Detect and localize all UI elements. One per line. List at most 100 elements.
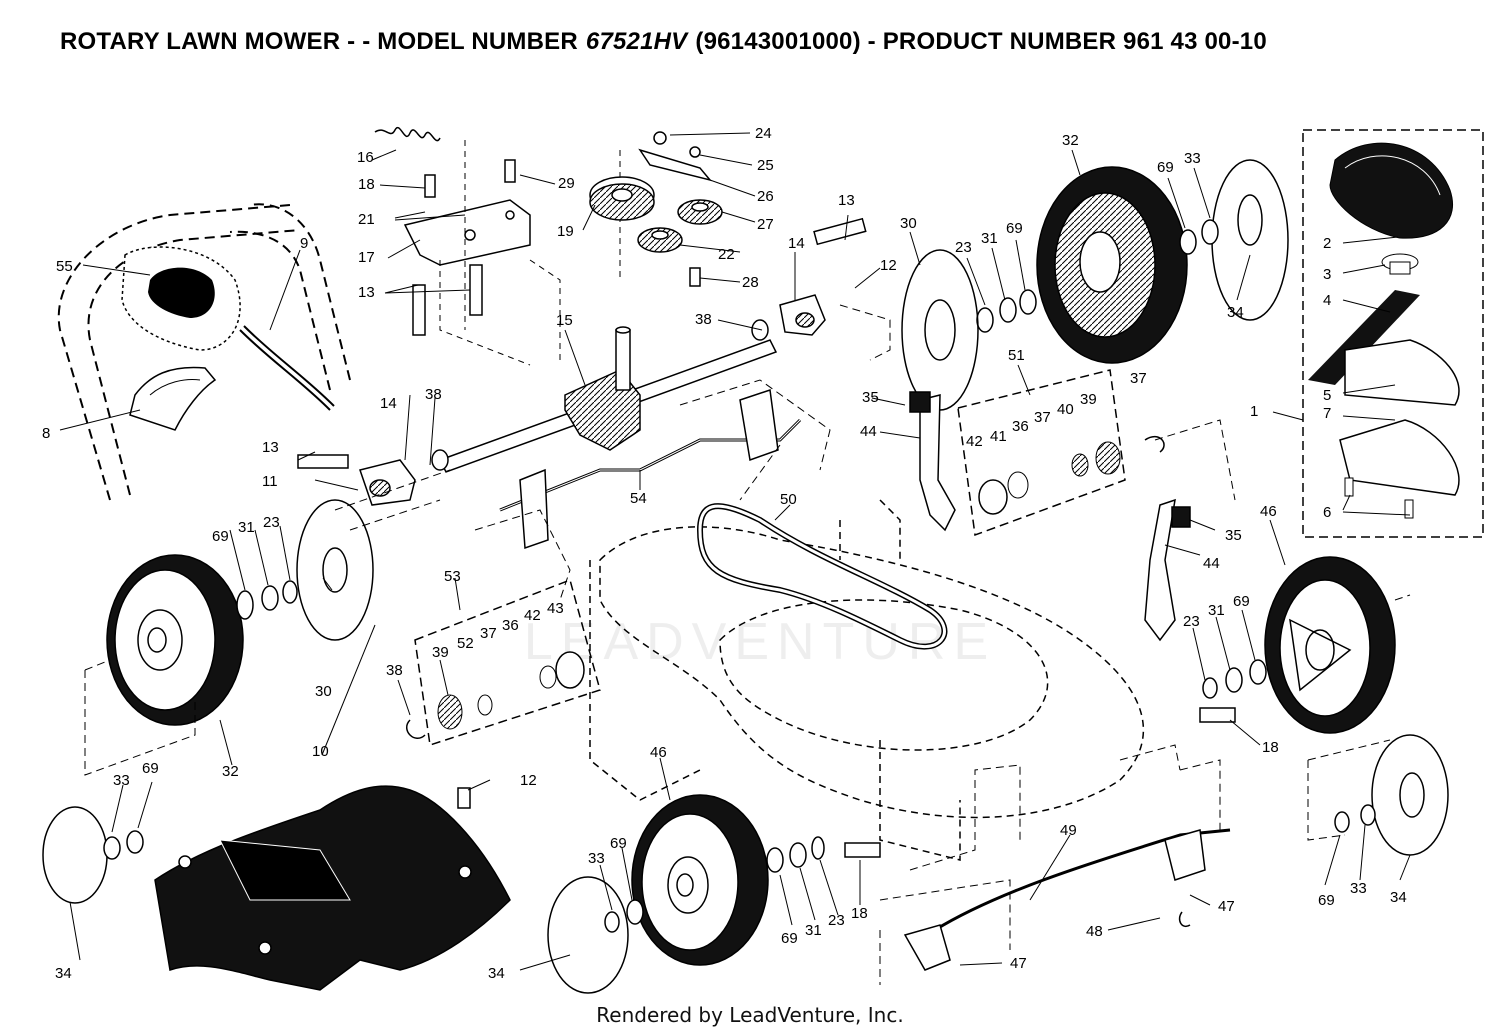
callout-38-right: 37 [1130, 370, 1147, 387]
mower-deck [589, 499, 1145, 861]
callout-36-right: 36 [1012, 418, 1029, 435]
callout-69-left: 69 [212, 528, 229, 545]
callout-15: 15 [556, 312, 573, 329]
callout-13-left: 13 [262, 439, 279, 456]
callout-55: 55 [56, 258, 73, 275]
height-levers [909, 391, 1191, 642]
callout-49: 49 [1060, 822, 1077, 839]
callout-8: 8 [42, 425, 50, 442]
callout-11: 12 [520, 772, 537, 789]
callout-16: 16 [357, 149, 374, 166]
callout-51: 51 [1008, 347, 1025, 364]
callout-31-left: 31 [238, 519, 255, 536]
callout-32-left: 32 [222, 763, 239, 780]
callout-13-mid: 13 [838, 192, 855, 209]
callout-48: 48 [1086, 923, 1103, 940]
callout-69-far: 69 [1157, 159, 1174, 176]
callout-69-right: 69 [1006, 220, 1023, 237]
callout-38-bottom: 38 [386, 662, 403, 679]
callout-14-right: 14 [788, 235, 805, 252]
callout-31-right: 31 [981, 230, 998, 247]
bearing-brackets-14 [297, 217, 867, 506]
callout-36-left: 36 [502, 617, 519, 634]
wheel-rear-left [547, 794, 881, 994]
handle-assembly [57, 203, 351, 501]
callout-37-left: 37 [480, 625, 497, 642]
callout-38-top: 38 [695, 311, 712, 328]
callout-14-left: 14 [380, 395, 397, 412]
callout-5: 5 [1323, 387, 1331, 404]
title-model-number: 67521HV [585, 28, 688, 55]
callout-13-top: 13 [358, 284, 375, 301]
callout-18-top: 18 [358, 176, 375, 193]
callout-17: 17 [358, 249, 375, 266]
dashed-guides-top [439, 140, 621, 366]
callout-labels: 2 3 4 5 7 6 1 55 8 9 16 18 21 17 13 29 1… [42, 125, 1407, 982]
callout-9: 9 [300, 235, 308, 252]
callout-33-bottom: 33 [588, 850, 605, 867]
callout-31-rl: 31 [805, 922, 822, 939]
callout-52: 52 [457, 635, 474, 652]
callout-54: 53 [444, 568, 461, 585]
callout-23-rl: 23 [828, 912, 845, 929]
callout-30-right: 30 [900, 215, 917, 232]
callout-69-bottom-left: 69 [142, 760, 159, 777]
gear-kit-51 [957, 369, 1165, 537]
callout-50: 50 [780, 491, 797, 508]
callout-46-right: 46 [1260, 503, 1277, 520]
wheel-axle-53 [499, 389, 802, 550]
callout-69-rl: 69 [781, 930, 798, 947]
callout-69-fr: 69 [1233, 593, 1250, 610]
callout-7: 7 [1323, 405, 1331, 422]
hubcap-front-left [42, 806, 144, 904]
mulch-cover-kit-1 [1302, 129, 1484, 538]
callout-28: 28 [742, 274, 759, 291]
callout-29: 29 [558, 175, 575, 192]
bolts-13-17 [412, 159, 516, 336]
callout-30-left: 30 [315, 683, 332, 700]
callout-46-left: 46 [650, 744, 667, 761]
callout-34-right: 34 [1227, 304, 1244, 321]
callout-39-left: 39 [432, 644, 449, 661]
wheel-front-right [1199, 556, 1449, 856]
callout-31-fr: 31 [1208, 602, 1225, 619]
alignment-lines [84, 304, 1411, 985]
callout-1: 1 [1250, 403, 1258, 420]
callout-12-right: 12 [880, 257, 897, 274]
wheel-rear-right [901, 159, 1289, 411]
gear-kit-54 [405, 579, 601, 746]
callout-23-left: 23 [263, 514, 280, 531]
callout-19: 19 [557, 223, 574, 240]
callout-32-right: 32 [1062, 132, 1079, 149]
callout-39-right: 39 [1080, 391, 1097, 408]
rear-flap-10 [154, 785, 511, 991]
footer-credit: Rendered by LeadVenture, Inc. [596, 1003, 904, 1027]
callout-69-br: 69 [1318, 892, 1335, 909]
callout-44: 44 [1203, 555, 1220, 572]
leader-lines [59, 132, 1411, 971]
callout-3: 3 [1323, 266, 1331, 283]
callout-37-right: 37 [1034, 409, 1051, 426]
adjust-rod-49 [903, 828, 1231, 971]
title-suffix: (96143001000) - PRODUCT NUMBER 961 43 00… [695, 28, 1267, 55]
callout-23-fr: 23 [1183, 613, 1200, 630]
callout-42-left: 43 [547, 600, 564, 617]
callout-25: 25 [757, 157, 774, 174]
spring-16 [374, 127, 441, 142]
callout-35-bottom: 35 [1225, 527, 1242, 544]
callout-43: 44 [860, 423, 877, 440]
callout-69-bottom: 69 [610, 835, 627, 852]
cable-9 [239, 325, 335, 411]
callout-35-top: 35 [862, 389, 879, 406]
callout-24: 24 [755, 125, 772, 142]
callout-41-right: 41 [990, 428, 1007, 445]
title-prefix: ROTARY LAWN MOWER - - MODEL NUMBER [60, 28, 578, 55]
callout-6: 6 [1323, 504, 1331, 521]
cover-8 [129, 366, 217, 431]
callout-27: 27 [757, 216, 774, 233]
transmission-15 [438, 326, 778, 473]
callout-47-right: 47 [1218, 898, 1235, 915]
callout-4: 4 [1323, 292, 1331, 309]
control-bracket-17 [403, 199, 531, 266]
